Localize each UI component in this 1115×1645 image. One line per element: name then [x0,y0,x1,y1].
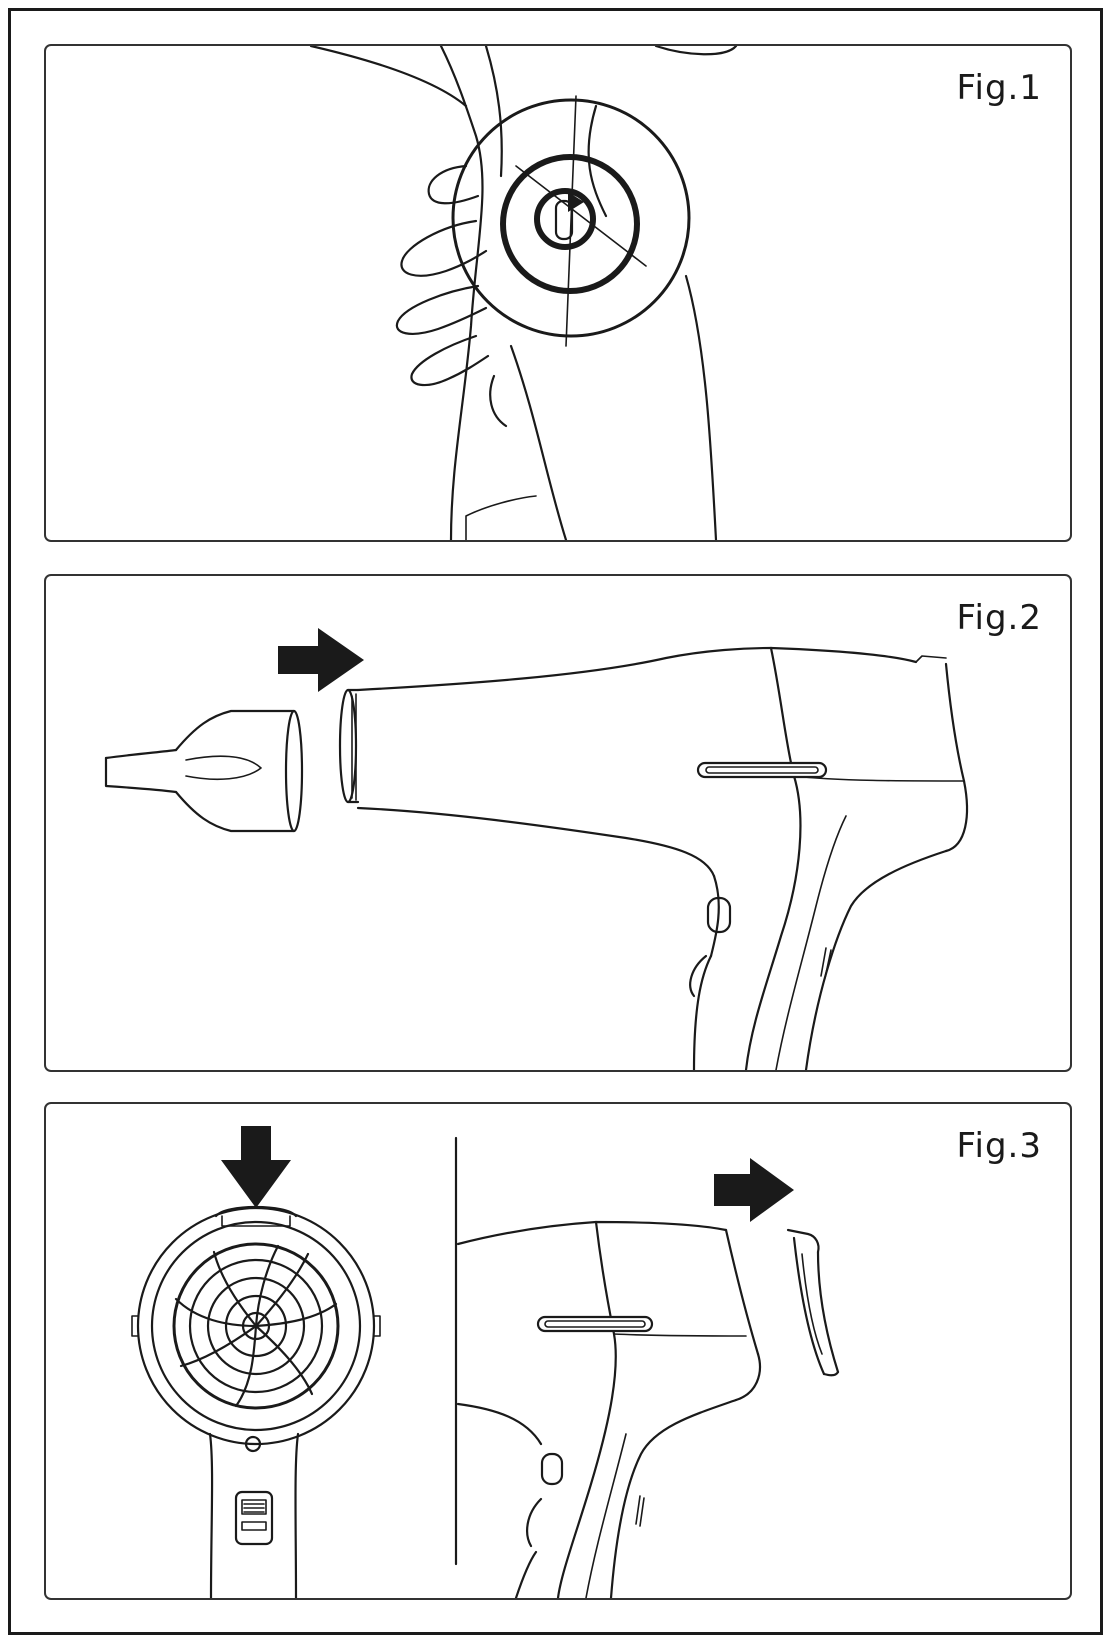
page-frame [8,8,1103,1635]
filter-cover-icon [786,1228,840,1377]
button-highlight-icon [451,95,691,347]
figure-label: Fig.2 [956,598,1042,638]
figure-label: Fig.3 [956,1126,1042,1166]
fig2-illustration [104,628,969,1070]
air-filter-grille-icon [172,1242,340,1410]
arrow-down-icon [221,1126,291,1208]
figure-panel-2: Fig.2 [44,574,1072,1072]
nozzle-icon [104,709,304,833]
hair-dryer-side-icon [456,1220,762,1598]
hair-dryer-icon [338,646,969,1070]
figure-panel-3: Fig.3 [44,1102,1072,1600]
figure-panel-1: Fig.1 [44,44,1072,542]
hair-dryer-rear-view-icon [131,1205,381,1598]
hair-dryer-handle-icon [309,46,738,540]
arrow-right-icon [278,628,364,692]
arrow-right-icon [714,1158,794,1222]
hand-icon [395,164,508,428]
fig3-illustration [131,1126,840,1598]
figure-label: Fig.1 [956,68,1042,108]
fig1-illustration [309,46,738,540]
